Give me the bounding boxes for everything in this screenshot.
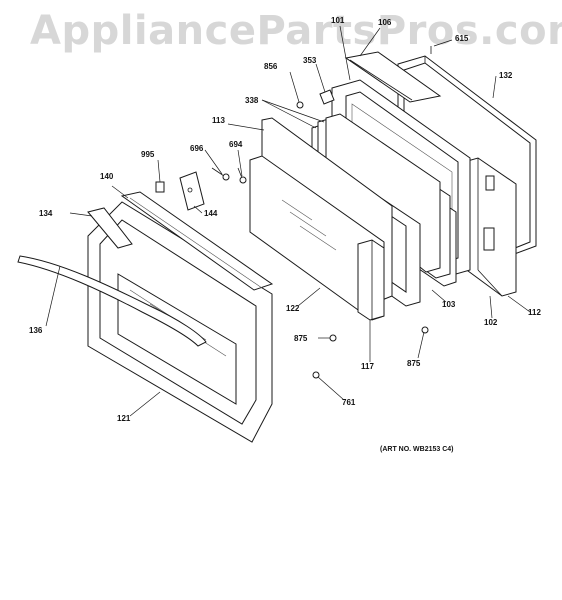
callout-121: 121 — [117, 414, 131, 423]
part-144-bracket — [179, 171, 205, 211]
art-number: (ART NO. WB2153 C4) — [380, 446, 454, 453]
part-995-clip — [155, 181, 165, 193]
callout-615: 615 — [455, 34, 469, 43]
callout-140: 140 — [100, 172, 114, 181]
part-856-screw — [296, 101, 304, 109]
callout-144: 144 — [204, 209, 218, 218]
callout-875-right: 875 — [407, 359, 421, 368]
part-140-top-trim — [120, 191, 274, 291]
callout-353: 353 — [303, 56, 317, 65]
callout-136: 136 — [29, 326, 43, 335]
callout-134: 134 — [39, 209, 53, 218]
callout-117: 117 — [361, 362, 374, 371]
part-136-handle — [17, 255, 207, 347]
part-696-screw — [211, 167, 230, 181]
part-106-top-rail — [344, 51, 442, 103]
callout-113: 113 — [212, 116, 225, 125]
callout-694: 694 — [229, 140, 243, 149]
callout-102: 102 — [484, 318, 498, 327]
part-694-screw — [237, 167, 247, 184]
callout-103: 103 — [442, 300, 456, 309]
callout-112: 112 — [528, 308, 541, 317]
leader-lines — [45, 25, 531, 417]
callout-856: 856 — [264, 62, 278, 71]
part-875-screw-left — [329, 334, 337, 342]
callout-122: 122 — [286, 304, 300, 313]
part-102-side-channel — [463, 157, 517, 297]
part-875-screw-right — [421, 326, 429, 334]
part-353-clip — [319, 89, 335, 105]
part-134-handle-end — [87, 207, 133, 249]
part-117-bracket — [357, 239, 385, 321]
callout-995: 995 — [141, 150, 155, 159]
callout-106: 106 — [378, 18, 392, 27]
watermark: AppliancePartsPros.com — [30, 8, 562, 54]
part-761-screw — [312, 371, 320, 379]
callout-338: 338 — [245, 96, 259, 105]
callout-761: 761 — [342, 398, 356, 407]
callout-875-left: 875 — [294, 334, 308, 343]
callout-696: 696 — [190, 144, 204, 153]
callout-101: 101 — [331, 16, 345, 25]
callout-132: 132 — [499, 71, 513, 80]
part-122-front-glass — [249, 155, 385, 321]
